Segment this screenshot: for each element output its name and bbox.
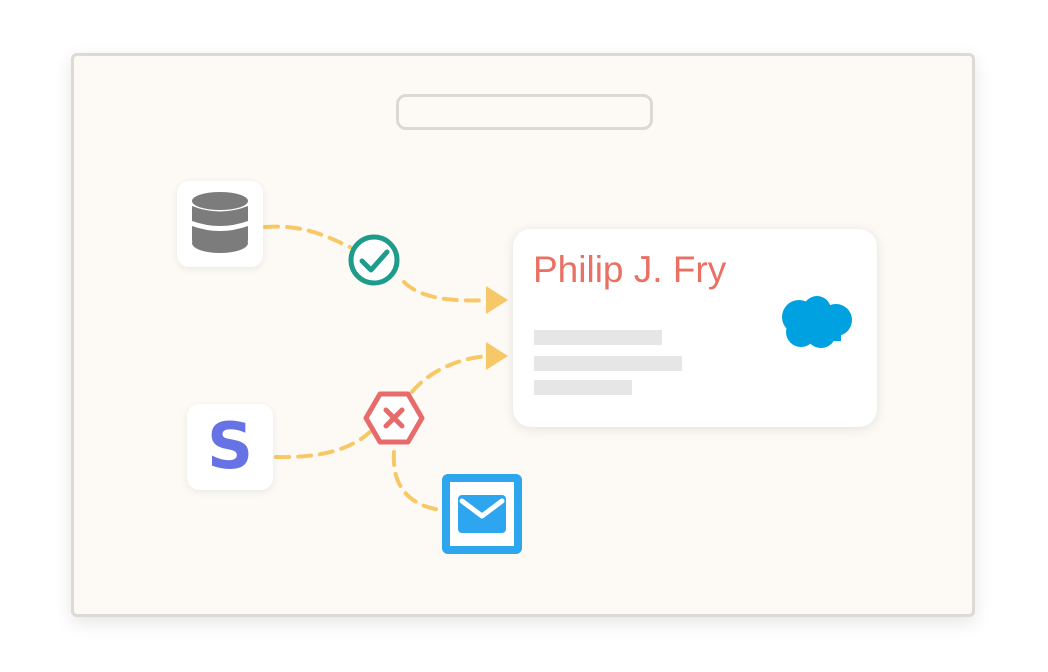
connector-error-to-mail: [391, 450, 443, 512]
check-circle-icon: [348, 234, 400, 286]
envelope-icon: [458, 495, 506, 533]
salesforce-cloud-icon: [782, 296, 852, 348]
stripe-s-icon: S: [206, 410, 254, 484]
placeholder-line: [534, 356, 682, 371]
database-icon: [192, 192, 248, 253]
connector-error-to-card: [410, 354, 490, 394]
database-source-tile[interactable]: [177, 181, 263, 267]
arrow-head-bottom: [486, 342, 508, 370]
stripe-source-tile[interactable]: S: [187, 404, 273, 490]
contact-name: Philip J. Fry: [533, 249, 727, 290]
address-bar[interactable]: [396, 94, 653, 130]
placeholder-line: [534, 330, 662, 345]
connector-check-to-card: [402, 280, 490, 303]
connector-stripe-to-error: [274, 430, 372, 460]
placeholder-line: [534, 380, 632, 395]
error-octagon-icon: [363, 391, 425, 445]
contact-card[interactable]: Philip J. Fry: [513, 229, 877, 427]
arrow-head-top: [486, 286, 508, 314]
connector-database-to-check: [263, 224, 352, 249]
mail-icon[interactable]: [442, 474, 522, 554]
